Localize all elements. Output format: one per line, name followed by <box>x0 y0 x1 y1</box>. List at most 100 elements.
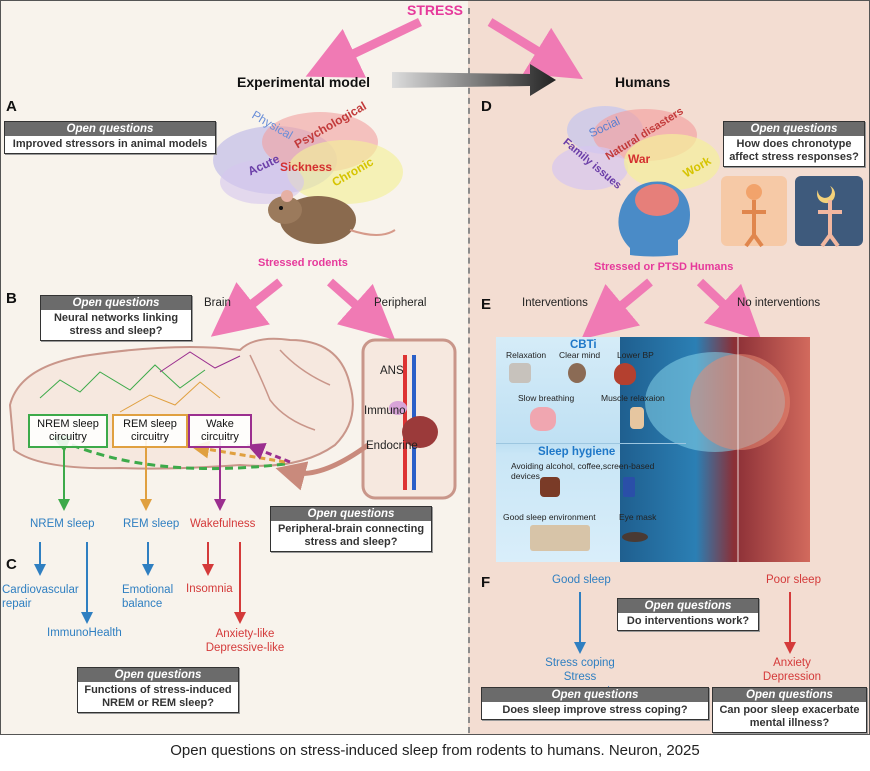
device-icon <box>623 477 635 497</box>
open-question-body: Peripheral-brain connecting stress and s… <box>277 523 425 548</box>
sleep-hygiene-title: Sleep hygiene <box>538 446 616 458</box>
cbti-lower-bp: Lower BP <box>617 350 654 360</box>
open-question-b2: Open questions Peripheral-brain connecti… <box>270 506 432 552</box>
person-night-icon <box>818 200 842 248</box>
coffee-icon <box>540 477 560 497</box>
anxiety-depressive-label: Anxiety-like Depressive-like <box>205 628 285 654</box>
to-peripheral-arrow <box>327 278 396 340</box>
cardiovascular-repair-label: Cardiovascular repair <box>2 584 79 610</box>
stressed-rodents-label: Stressed rodents <box>258 257 348 269</box>
nrem-circuitry-box: NREM sleep circuitry <box>28 414 108 448</box>
panel-letter-a: A <box>6 98 17 115</box>
peripheral-box <box>361 338 457 500</box>
face-brain-overlay <box>645 337 790 562</box>
open-question-c: Open questions Functions of stress-induc… <box>77 667 239 713</box>
open-question-header: Open questions <box>271 507 431 521</box>
open-question-body: Improved stressors in animal models <box>12 138 208 150</box>
rodent-head <box>268 196 302 224</box>
to-no-interventions-arrow <box>696 278 762 341</box>
interventions-label: Interventions <box>522 297 588 309</box>
brain-label: Brain <box>204 297 231 309</box>
cbti-clear-mind: Clear mind <box>559 350 601 360</box>
poor-sleep-label: Poor sleep <box>766 574 821 586</box>
open-question-body: How does chronotype affect stress respon… <box>729 138 859 163</box>
rodent-ear <box>281 190 293 202</box>
cbti-relaxation: Relaxation <box>506 350 547 360</box>
anxiety-depression-label: Anxiety Depression <box>762 657 822 683</box>
open-question-header: Open questions <box>78 668 238 682</box>
stress-to-wake-dashed <box>246 442 291 464</box>
rem-circuitry-box: REM sleep circuitry <box>112 414 188 448</box>
person-morning-icon <box>742 200 766 248</box>
rodent-tail <box>349 229 396 236</box>
to-interventions-arrow <box>581 278 653 340</box>
hygiene-environment: Good sleep environment <box>503 512 596 522</box>
sun-icon <box>746 184 762 200</box>
experimental-model-title: Experimental model <box>237 74 371 90</box>
rem-sleep-label: REM sleep <box>123 518 180 530</box>
open-question-body: Does sleep improve stress coping? <box>502 704 688 716</box>
bed-icon <box>530 525 590 551</box>
open-question-header: Open questions <box>713 688 866 702</box>
neuron-network <box>39 364 206 399</box>
stress-to-nrem-dashed <box>51 435 286 471</box>
figure-frame <box>0 0 870 735</box>
open-question-body: Do interventions work? <box>626 615 750 627</box>
moon-icon <box>817 186 836 204</box>
translation-arrow <box>392 64 556 96</box>
stressor-ellipse-family <box>552 146 628 190</box>
panel-letter-e: E <box>481 296 492 313</box>
immuno-label: Immuno <box>364 405 406 417</box>
cerebellum-fold <box>279 349 331 386</box>
no-interventions-label: No interventions <box>737 297 821 309</box>
open-question-body: Functions of stress-induced NREM or REM … <box>84 684 232 709</box>
neuron-network <box>119 381 221 413</box>
human-brain-icon <box>635 184 679 216</box>
stressor-ellipse-work <box>624 134 720 190</box>
open-question-header: Open questions <box>724 122 864 136</box>
muscle-icon <box>630 407 644 429</box>
red-brain-icon <box>690 354 790 450</box>
stressor-war: War <box>628 152 651 166</box>
neuron-network <box>159 351 241 373</box>
good-sleep-label: Good sleep <box>552 574 611 586</box>
immunohealth-label: ImmunoHealth <box>47 627 122 639</box>
peripheral-to-brain-arrow <box>275 442 370 491</box>
stressor-ellipse-chronic <box>287 140 403 204</box>
cerebellum-fold <box>249 354 316 431</box>
open-question-b: Open questions Neural networks linking s… <box>40 295 192 341</box>
clear-mind-icon <box>568 363 586 383</box>
rodent-eye <box>279 206 283 210</box>
open-question-f3: Open questions Can poor sleep exacerbate… <box>712 687 867 733</box>
panel-letter-b: B <box>6 290 17 307</box>
cbti-title: CBTi <box>570 339 597 351</box>
stress-title: STRESS <box>406 2 463 18</box>
ans-label: ANS <box>380 365 404 377</box>
panel-letter-f: F <box>481 574 491 591</box>
open-question-f1: Open questions Do interventions work? <box>617 598 759 631</box>
relaxation-icon <box>509 363 531 383</box>
humans-title: Humans <box>615 74 671 90</box>
open-question-body: Neural networks linking stress and sleep… <box>53 312 179 337</box>
open-question-d: Open questions How does chronotype affec… <box>723 121 865 167</box>
stressed-humans-label: Stressed or PTSD Humans <box>594 261 734 273</box>
hygiene-avoid: Avoiding alcohol, coffee,screen-based de… <box>511 461 655 481</box>
panel-letter-d: D <box>481 98 492 115</box>
cbti-hygiene-divider <box>496 443 686 444</box>
open-question-a: Open questions Improved stressors in ani… <box>4 121 216 154</box>
cbti-muscle-relaxation: Muscle relaxaion <box>601 393 665 403</box>
to-brain-arrow <box>210 278 283 337</box>
panel-divider <box>468 8 470 733</box>
endocrine-label: Endocrine <box>366 440 418 452</box>
heart-icon <box>614 363 636 385</box>
stress-to-rem-dashed <box>191 440 286 464</box>
cbti-slow-breathing: Slow breathing <box>518 393 575 403</box>
open-question-body: Can poor sleep exacerbate mental illness… <box>719 704 860 729</box>
stress-to-humans-arrow <box>487 18 584 80</box>
wake-circuitry-box: Wake circuitry <box>188 414 252 448</box>
gland-icon <box>389 401 407 415</box>
insomnia-label: Insomnia <box>186 583 233 595</box>
wakefulness-label: Wakefulness <box>190 518 256 530</box>
open-question-header: Open questions <box>618 599 758 613</box>
